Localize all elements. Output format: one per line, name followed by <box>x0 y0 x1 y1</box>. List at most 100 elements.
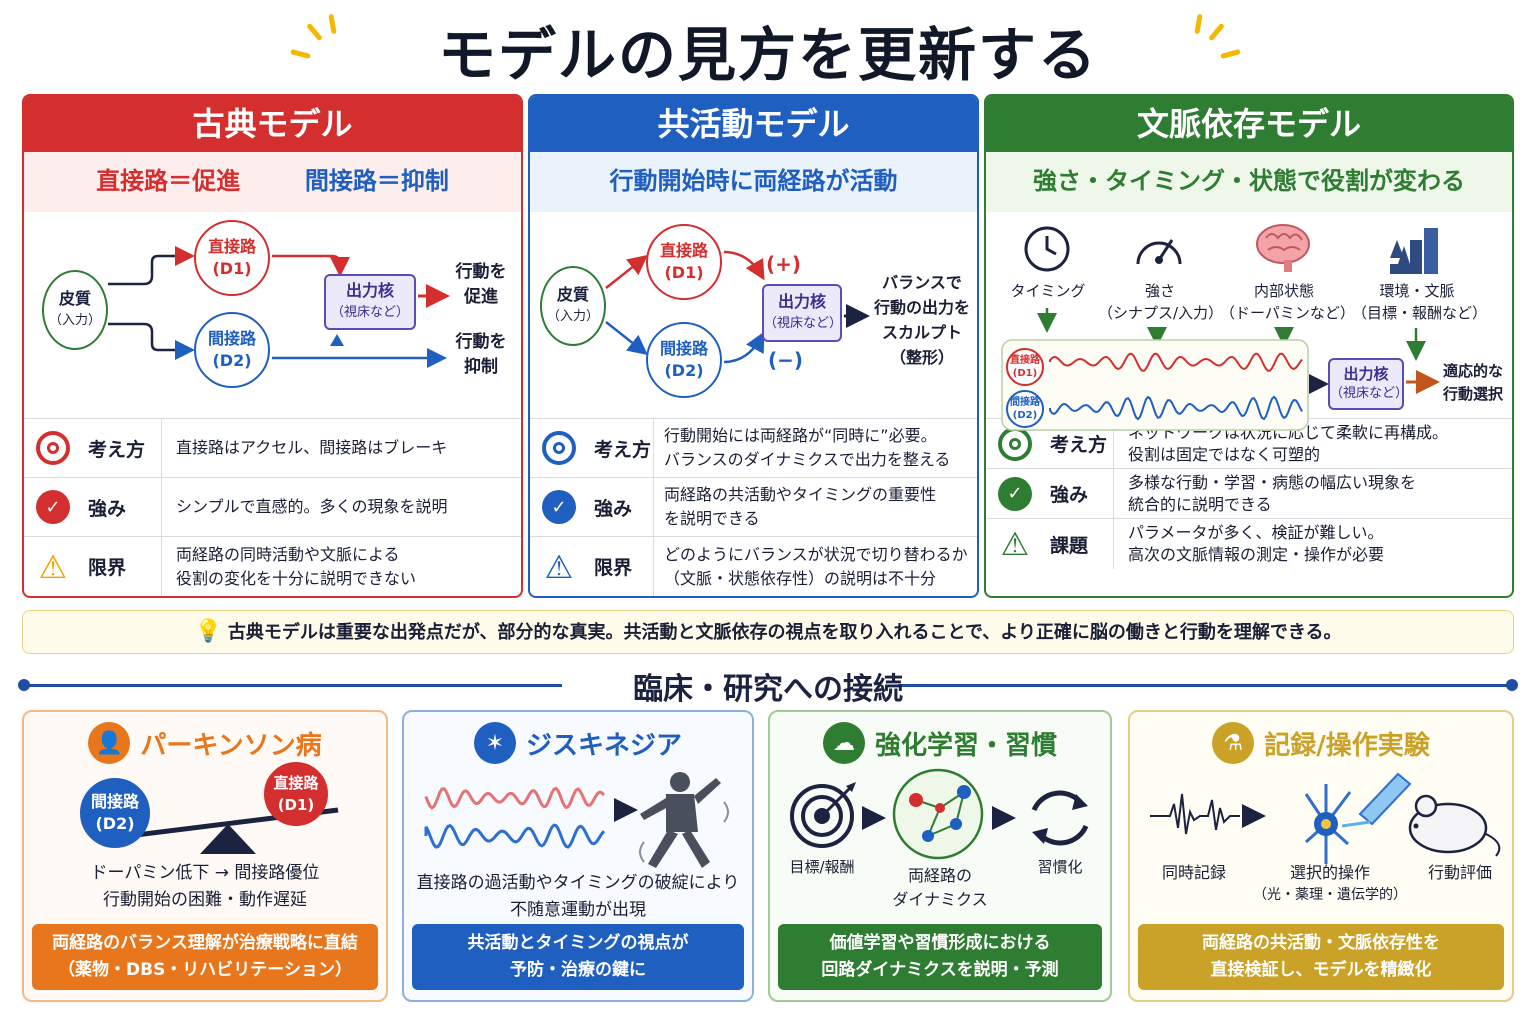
section-title: 臨床・研究への接続 <box>633 672 903 707</box>
experiment-label-behavior: 行動評価 <box>1427 863 1492 882</box>
context-row-strength: ✓強み 多様な行動・学習・病態の幅広い現象を統合的に説明できる <box>986 469 1512 519</box>
coact-subtitle: 行動開始時に両経路が活動 <box>530 152 977 212</box>
check-icon: ✓ <box>542 490 576 524</box>
coact-cortex-node: 皮質（入力） <box>540 266 606 346</box>
classic-direct-node: 直接路(D1) <box>194 220 270 296</box>
section-line-right <box>898 684 1514 687</box>
card-dyskinesia: ✶ジスキネジア 直接路の過活動やタイミングの破綻により不随意運動が出現 共活動と… <box>402 710 754 1002</box>
card-learning: ☁強化学習・習慣 目標/報酬 両経路のダイナミクス 習慣化 価値学習や習慣形成に… <box>768 710 1112 1002</box>
gauge-icon <box>1136 239 1182 265</box>
factor-label-state: 内部状態（ドーパミンなど） <box>1220 282 1355 322</box>
coact-direct-node: 直接路(D1) <box>646 224 722 300</box>
context-diagram: タイミング 強さ（シナプス/入力） 内部状態（ドーパミンなど） 環境・文脈（目標… <box>986 212 1512 440</box>
classic-header: 古典モデル <box>24 96 521 152</box>
brain-icon: ☁ <box>822 722 865 764</box>
context-output-box: 出力核（視床など） <box>1328 358 1408 410</box>
classic-row-limit: ⚠限界 両経路の同時活動や文脈による役割の変化を十分に説明できない <box>24 537 521 596</box>
section-dot-left <box>18 679 30 691</box>
coact-row-limit: ⚠限界 どのようにバランスが状況で切り替わるか（文脈・状態依存性）の説明は不十分 <box>530 537 977 596</box>
classic-promote-label: 行動を促進 <box>455 262 507 307</box>
factor-label-strength: 強さ（シナプス/入力） <box>1098 282 1224 322</box>
coact-arrows <box>605 250 870 364</box>
coact-indirect-node: 間接路(D2) <box>646 322 722 398</box>
section-line-left <box>22 684 562 687</box>
parkinson-header: 👤パーキンソン病 <box>24 722 386 764</box>
coact-plus-label: (+) <box>766 252 802 276</box>
warning-icon: ⚠ <box>1000 525 1030 563</box>
learning-label-dynamics: 両経路のダイナミクス <box>892 866 988 909</box>
classic-arrows <box>108 246 450 368</box>
classic-row-concept: 考え方 直接路はアクセル、間接路はブレーキ <box>24 419 521 478</box>
lightbulb-icon: 💡 <box>194 619 222 644</box>
experiment-label-recording: 同時記録 <box>1161 863 1226 882</box>
classic-cortex-node: 皮質（入力） <box>42 270 108 350</box>
clock-icon <box>1024 226 1070 272</box>
learning-footer: 価値学習や習慣形成における回路ダイナミクスを説明・予測 <box>778 924 1102 990</box>
microscope-icon: ⚗ <box>1212 722 1255 764</box>
coact-minus-label: (−) <box>768 348 804 372</box>
parkinson-direct-node: 直接路(D1) <box>264 762 328 826</box>
cycle-icon <box>1031 790 1089 846</box>
learning-illustration <box>790 768 1089 860</box>
parkinson-indirect-node: 間接路(D2) <box>80 778 150 848</box>
target-icon <box>790 782 856 848</box>
city-icon <box>1390 228 1438 274</box>
warning-icon: ⚠ <box>38 547 68 586</box>
context-indirect-node: 間接路(D2) <box>1006 390 1044 428</box>
section-dot-right <box>1506 679 1518 691</box>
classic-row-strength: ✓強み シンプルで直感的。多くの現象を説明 <box>24 478 521 537</box>
context-header: 文脈依存モデル <box>986 96 1512 152</box>
classic-output-box: 出力核（視床など） <box>324 274 416 330</box>
classic-sub-indirect: 間接路＝抑制 <box>304 167 449 195</box>
context-rows: 考え方 ネットワークは状況に応じて柔軟に再構成。役割は固定ではなく可塑的 ✓強み… <box>986 418 1512 569</box>
coact-row-strength: ✓強み 両経路の共活動やタイミングの重要性を説明できる <box>530 478 977 537</box>
dyskinesia-text: 直接路の過活動やタイミングの破綻により不随意運動が出現 <box>416 873 740 920</box>
context-row-challenge: ⚠課題 パラメータが多く、検証が難しい。高次の文脈情報の測定・操作が必要 <box>986 519 1512 569</box>
classic-model-panel: 古典モデル 直接路＝促進 間接路＝抑制 皮質（入力） 直接路(D1) 間接路(D… <box>22 94 523 598</box>
dancer-icon: ✶ <box>473 722 516 764</box>
context-arrows <box>1001 308 1440 431</box>
check-icon: ✓ <box>36 490 70 524</box>
experiment-footer: 両経路の共活動・文脈依存性を直接検証し、モデルを精緻化 <box>1138 924 1504 990</box>
experiment-label-manipulation: 選択的操作（光・薬理・遺伝学的） <box>1253 863 1407 903</box>
context-model-panel: 文脈依存モデル 強さ・タイミング・状態で役割が変わる タイミング 強さ（シナプス… <box>984 94 1514 598</box>
learning-label-habit: 習慣化 <box>1037 858 1083 876</box>
factor-label-timing: タイミング <box>1010 282 1086 300</box>
learning-label-goal: 目標/報酬 <box>789 858 855 876</box>
coactivation-model-panel: 共活動モデル 行動開始時に両経路が活動 皮質（入力） 直接路(D1) 間接路(D… <box>528 94 979 598</box>
experiment-illustration <box>1150 772 1501 864</box>
page-title: モデルの見方を更新する <box>437 21 1098 89</box>
classic-subtitle: 直接路＝促進 間接路＝抑制 <box>24 152 521 212</box>
experiment-header: ⚗記録/操作実験 <box>1130 722 1512 764</box>
context-subtitle: 強さ・タイミング・状態で役割が変わる <box>986 152 1512 212</box>
warning-icon: ⚠ <box>544 547 574 586</box>
parkinson-footer: 両経路のバランス理解が治療戦略に直結（薬物・DBS・リハビリテーション） <box>32 924 378 990</box>
target-icon <box>542 431 576 465</box>
factor-label-env: 環境・文脈（目標・報酬など） <box>1352 282 1488 322</box>
dyskinesia-footer: 共活動とタイミングの視点が予防・治療の鍵に <box>412 924 744 990</box>
context-result-label: 適応的な行動選択 <box>1442 362 1503 403</box>
dyskinesia-illustration <box>424 772 729 868</box>
coact-rows: 考え方 行動開始には両経路が“同時に”必要。バランスのダイナミクスで出力を整える… <box>530 418 977 596</box>
check-icon: ✓ <box>998 476 1032 511</box>
summary-note: 💡古典モデルは重要な出発点だが、部分的な真実。共活動と文脈依存の視点を取り入れる… <box>22 610 1514 654</box>
coact-result-label: バランスで行動の出力をスカルプト（整形） <box>873 273 970 367</box>
classic-diagram: 皮質（入力） 直接路(D1) 間接路(D2) 出力核（視床など） 行動を促進 行… <box>24 212 521 418</box>
context-direct-node: 直接路(D1) <box>1006 348 1044 386</box>
person-icon: 👤 <box>88 722 131 764</box>
learning-header: ☁強化学習・習慣 <box>770 722 1110 764</box>
classic-rows: 考え方 直接路はアクセル、間接路はブレーキ ✓強み シンプルで直感的。多くの現象… <box>24 418 521 596</box>
target-icon <box>36 431 70 465</box>
card-parkinson: 👤パーキンソン病 間接路(D2) 直接路(D1) ドーパミン低下 → 間接路優位… <box>22 710 388 1002</box>
parkinson-text: ドーパミン低下 → 間接路優位行動開始の困難・動作遅延 <box>90 863 320 910</box>
classic-indirect-node: 間接路(D2) <box>194 312 270 388</box>
classic-suppress-label: 行動を抑制 <box>455 332 507 377</box>
coact-diagram: 皮質（入力） 直接路(D1) 間接路(D2) (+) (−) 出力核（視床など）… <box>530 212 977 418</box>
mouse-icon <box>1408 794 1501 857</box>
brain-icon <box>1256 224 1310 272</box>
card-experiment: ⚗記録/操作実験 同時記録 選択的操作（光・薬理・遺伝学的） 行動評価 両経路の… <box>1128 710 1514 1002</box>
coact-output-box: 出力核（視床など） <box>762 284 842 342</box>
coact-row-concept: 考え方 行動開始には両経路が“同時に”必要。バランスのダイナミクスで出力を整える <box>530 419 977 478</box>
dyskinesia-header: ✶ジスキネジア <box>404 722 752 764</box>
seesaw-illustration <box>111 807 339 854</box>
